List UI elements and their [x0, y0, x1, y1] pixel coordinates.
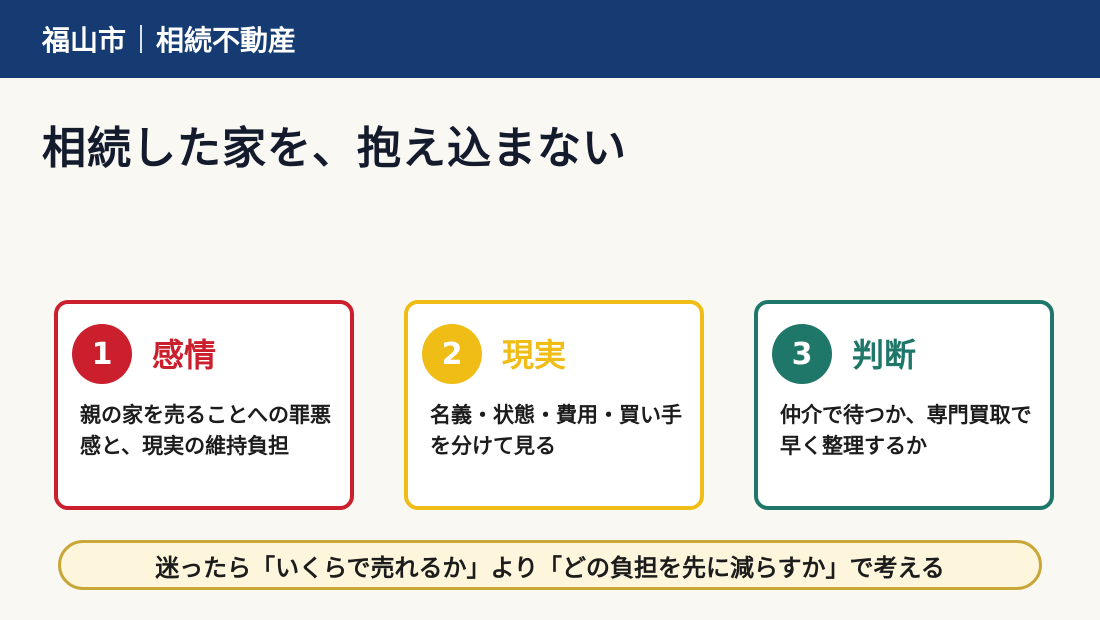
card-emotion: 1 感情 親の家を売ることへの罪悪感と、現実の維持負担 [54, 300, 354, 510]
header-city: 福山市 [42, 24, 127, 57]
header-divider [140, 25, 143, 53]
card-number-badge: 1 [72, 324, 132, 384]
card-body: 親の家を売ることへの罪悪感と、現実の維持負担 [80, 403, 331, 458]
page-title: 相続した家を、抱え込まない [42, 123, 627, 174]
card-body: 仲介で待つか、専門買取で早く整理するか [780, 403, 1032, 458]
card-reality: 2 現実 名義・状態・費用・買い手を分けて見る [404, 300, 704, 510]
card-heading: 感情 [152, 336, 217, 374]
card-heading: 現実 [502, 336, 567, 374]
header-topic: 相続不動産 [156, 24, 297, 57]
advice-text: 迷ったら「いくらで売れるか」より「どの負担を先に減らすか」で考える [155, 553, 945, 582]
advice-banner: 迷ったら「いくらで売れるか」より「どの負担を先に減らすか」で考える [58, 540, 1042, 590]
header-bar: 福山市 相続不動産 [0, 0, 1100, 78]
card-decision: 3 判断 仲介で待つか、専門買取で早く整理するか [754, 300, 1054, 510]
card-number-badge: 2 [422, 324, 482, 384]
card-heading: 判断 [852, 336, 917, 374]
card-body: 名義・状態・費用・買い手を分けて見る [430, 403, 682, 458]
card-number-badge: 3 [772, 324, 832, 384]
